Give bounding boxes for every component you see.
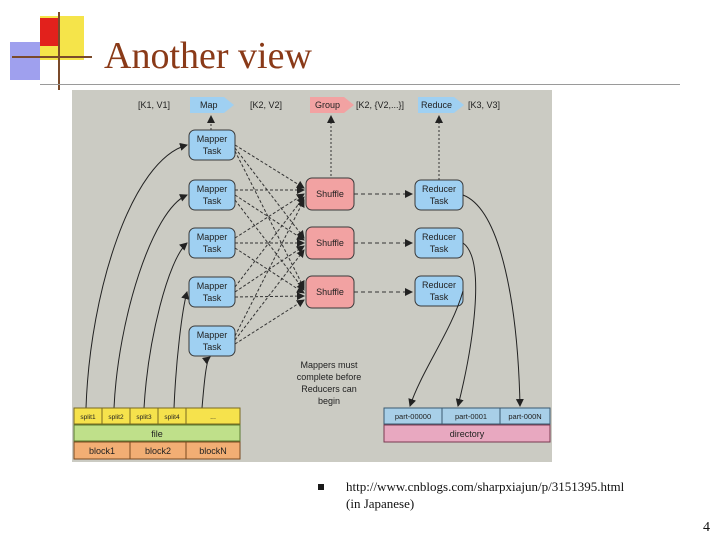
bullet-marker	[318, 484, 324, 490]
split-label-1: split1	[80, 414, 96, 421]
deco-square-red	[40, 18, 58, 46]
reducer-task-3: Reducer Task	[414, 275, 464, 307]
mapper-task-2: Mapper Task	[188, 179, 236, 211]
file-label: file	[151, 429, 163, 439]
citation: http://www.cnblogs.com/sharpxiajun/p/315…	[346, 478, 624, 512]
shuffle-box-1: Shuffle	[305, 177, 355, 211]
svg-text:Task: Task	[430, 292, 449, 302]
block-label-1: block1	[89, 446, 115, 456]
split-to-mapper-arrows	[85, 142, 211, 409]
page-number: 4	[703, 520, 710, 535]
svg-text:Reducer: Reducer	[422, 184, 456, 194]
shuffle-box-3: Shuffle	[305, 275, 355, 309]
reducer-to-part-arrows	[408, 194, 524, 407]
part-label-2: part-0001	[455, 412, 487, 421]
split-label-3: split3	[136, 414, 152, 421]
svg-text:Task: Task	[203, 196, 222, 206]
reducer-column: Reducer Task Reducer Task Reducer Task	[414, 179, 464, 307]
pipeline-map-label: Map	[200, 100, 218, 110]
pipeline-row: [K1, V1] Map [K2, V2] Group [K2, {V2,...…	[138, 97, 500, 180]
svg-text:Reducer: Reducer	[422, 280, 456, 290]
split-label-more: ...	[210, 414, 216, 421]
svg-text:Reducers can: Reducers can	[301, 384, 357, 394]
svg-text:Mapper: Mapper	[197, 184, 228, 194]
reducer-task-1: Reducer Task	[414, 179, 464, 211]
svg-text:Shuffle: Shuffle	[316, 238, 344, 248]
split-label-4: split4	[164, 414, 180, 421]
citation-link[interactable]: http://www.cnblogs.com/sharpxiajun/p/315…	[346, 479, 625, 494]
deco-line-vertical	[58, 12, 60, 90]
reduce-arrow-shape	[418, 97, 464, 113]
block-box-n	[185, 441, 241, 460]
svg-text:Task: Task	[203, 146, 222, 156]
split-row: split1 split2 split3 split4 ...	[73, 407, 241, 425]
svg-text:Task: Task	[203, 293, 222, 303]
svg-text:complete before: complete before	[297, 372, 362, 382]
title-divider	[40, 84, 680, 85]
file-bar	[73, 424, 241, 442]
part-box-n	[499, 407, 551, 425]
mappers-note: Mappers must complete before Reducers ca…	[297, 360, 362, 406]
mapper-task-1: Mapper Task	[188, 129, 236, 161]
pipeline-k3v3: [K3, V3]	[468, 100, 500, 110]
mapper-to-shuffle-arrows	[234, 144, 305, 345]
deco-square-purple	[10, 42, 40, 80]
svg-text:Mapper: Mapper	[197, 134, 228, 144]
svg-text:Mappers must: Mappers must	[300, 360, 358, 370]
directory-label: directory	[450, 429, 485, 439]
part-label-n: part-000N	[508, 412, 541, 421]
svg-text:Mapper: Mapper	[197, 232, 228, 242]
svg-text:Shuffle: Shuffle	[316, 287, 344, 297]
shuffle-to-reducer-arrows	[354, 190, 413, 296]
svg-text:Shuffle: Shuffle	[316, 189, 344, 199]
shuffle-column: Shuffle Shuffle Shuffle	[305, 177, 355, 309]
svg-text:begin: begin	[318, 396, 340, 406]
svg-text:Reducer: Reducer	[422, 232, 456, 242]
svg-text:Task: Task	[430, 244, 449, 254]
svg-text:Task: Task	[203, 244, 222, 254]
slide-title: Another view	[104, 35, 312, 77]
block-row: block1 block2 blockN	[73, 441, 241, 460]
mapreduce-diagram: [K1, V1] Map [K2, V2] Group [K2, {V2,...…	[72, 90, 552, 462]
group-arrow-shape	[310, 97, 354, 113]
svg-text:Task: Task	[430, 196, 449, 206]
mapper-task-5: Mapper Task	[188, 325, 236, 357]
mapper-task-4: Mapper Task	[188, 276, 236, 308]
map-arrow-shape	[190, 97, 234, 113]
svg-text:Mapper: Mapper	[197, 281, 228, 291]
block-label-n: blockN	[199, 446, 227, 456]
split-label-2: split2	[108, 414, 124, 421]
pipeline-k2v2: [K2, V2]	[250, 100, 282, 110]
reducer-task-2: Reducer Task	[414, 227, 464, 259]
pipeline-k1v1: [K1, V1]	[138, 100, 170, 110]
shuffle-box-2: Shuffle	[305, 226, 355, 260]
pipeline-group-label: Group	[315, 100, 340, 110]
deco-line-horizontal	[12, 56, 92, 58]
pipeline-k2-list: [K2, {V2,...}]	[356, 100, 404, 110]
part-row: part-00000 part-0001 part-000N	[383, 407, 551, 425]
split-box-more	[185, 407, 241, 425]
mapper-task-3: Mapper Task	[188, 227, 236, 259]
directory-bar	[383, 424, 551, 443]
mapper-column: Mapper Task Mapper Task Mapper Task Mapp…	[188, 129, 236, 357]
pipeline-reduce-label: Reduce	[421, 100, 452, 110]
block-label-2: block2	[145, 446, 171, 456]
svg-text:Mapper: Mapper	[197, 330, 228, 340]
citation-note: (in Japanese)	[346, 496, 415, 511]
part-label-1: part-00000	[395, 412, 431, 421]
svg-text:Task: Task	[203, 342, 222, 352]
